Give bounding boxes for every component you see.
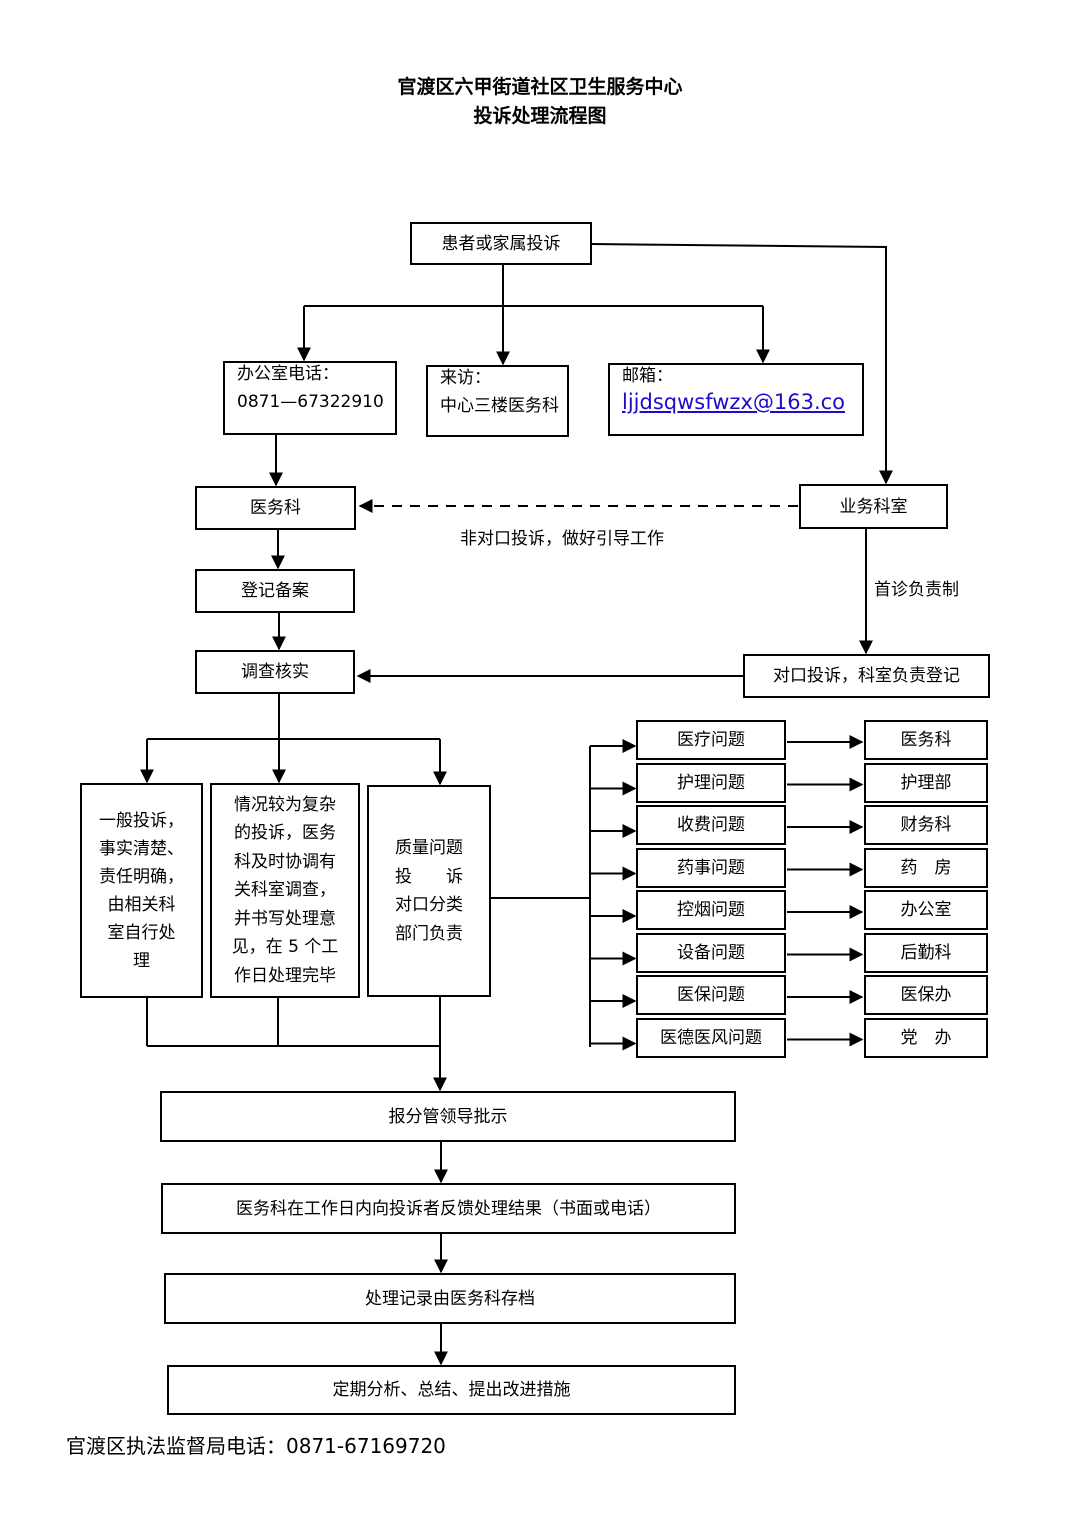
general-line: 事实清楚、	[99, 838, 184, 859]
issue-problem-box: 医疗问题	[636, 720, 786, 760]
issue-dept-box: 办公室	[864, 890, 988, 930]
email-link[interactable]: ljjdsqwsfwzx@163.co	[622, 390, 846, 414]
issue-dept-box: 护理部	[864, 762, 988, 803]
visit-label: 来访：	[440, 368, 491, 388]
issue-problem-box: 医保问题	[636, 975, 786, 1015]
general-line: 理	[133, 950, 150, 971]
issue-problem-box: 设备问题	[636, 932, 786, 973]
complex-line: 情况较为复杂	[234, 794, 336, 815]
issue-dept-box: 后勤科	[864, 932, 988, 973]
node-office-phone: 办公室电话： 0871—67322910	[223, 361, 397, 435]
footer-supervision-phone: 官渡区执法监督局电话：0871-67169720	[66, 1434, 446, 1458]
node-medical-dept: 医务科	[195, 486, 356, 530]
node-visit: 来访： 中心三楼医务科	[426, 365, 569, 437]
quality-line: 投 诉	[395, 866, 463, 887]
general-line: 室自行处	[107, 922, 176, 943]
issue-dept-box: 财务科	[864, 805, 988, 845]
issue-dept-box: 药 房	[864, 847, 988, 888]
complex-line: 见，在 5 个工	[231, 937, 339, 958]
issue-problem-box: 收费问题	[636, 805, 786, 845]
general-line: 责任明确，	[99, 866, 184, 887]
node-email: 邮箱： ljjdsqwsfwzx@163.co	[608, 363, 864, 436]
office-phone-label: 办公室电话：	[237, 364, 339, 384]
issue-dept-box: 党 办	[864, 1017, 988, 1058]
complex-line: 关科室调查，	[234, 880, 336, 901]
issue-problem-box: 药事问题	[636, 847, 786, 888]
general-line: 由相关科	[107, 894, 176, 915]
quality-line: 质量问题	[395, 838, 463, 858]
visit-location: 中心三楼医务科	[440, 396, 559, 416]
node-register: 登记备案	[195, 569, 355, 613]
node-feedback: 医务科在工作日内向投诉者反馈处理结果（书面或电话）	[161, 1183, 736, 1234]
node-quality-complaint: 质量问题 投 诉 对口分类 部门负责	[367, 785, 491, 997]
complex-line: 并书写处理意	[234, 908, 336, 929]
complex-line: 的投诉，医务	[234, 823, 336, 844]
complex-line: 作日处理完毕	[234, 965, 336, 986]
quality-line: 部门负责	[395, 923, 463, 944]
office-phone-number: 0871—67322910	[237, 392, 384, 412]
complex-line: 科及时协调有	[234, 851, 336, 872]
node-analysis: 定期分析、总结、提出改进措施	[167, 1365, 736, 1415]
node-archive: 处理记录由医务科存档	[164, 1273, 736, 1324]
label-guide: 非对口投诉，做好引导工作	[460, 529, 664, 549]
diagram-title-line1: 官渡区六甲街道社区卫生服务中心	[397, 76, 683, 98]
issue-problem-box: 护理问题	[636, 762, 786, 803]
issue-dept-box: 医保办	[864, 975, 988, 1015]
quality-line: 对口分类	[395, 895, 463, 915]
issue-dept-box: 医务科	[864, 720, 988, 760]
general-line: 一般投诉，	[99, 810, 184, 831]
issue-problem-box: 医德医风问题	[636, 1017, 786, 1058]
diagram-title-line2: 投诉处理流程图	[473, 105, 607, 127]
node-leader-approval: 报分管领导批示	[160, 1091, 736, 1142]
node-investigate: 调查核实	[195, 650, 355, 694]
node-complex-complaint: 情况较为复杂 的投诉，医务 科及时协调有 关科室调查， 并书写处理意 见，在 5…	[210, 783, 360, 998]
node-business-dept: 业务科室	[799, 484, 948, 529]
node-patient-complaint: 患者或家属投诉	[410, 222, 592, 265]
email-label: 邮箱：	[622, 366, 673, 386]
issue-problem-box: 控烟问题	[636, 890, 786, 930]
node-general-complaint: 一般投诉， 事实清楚、 责任明确， 由相关科 室自行处 理	[80, 783, 203, 998]
label-first-visit: 首诊负责制	[874, 580, 959, 600]
node-matched-complaint: 对口投诉，科室负责登记	[743, 654, 990, 698]
